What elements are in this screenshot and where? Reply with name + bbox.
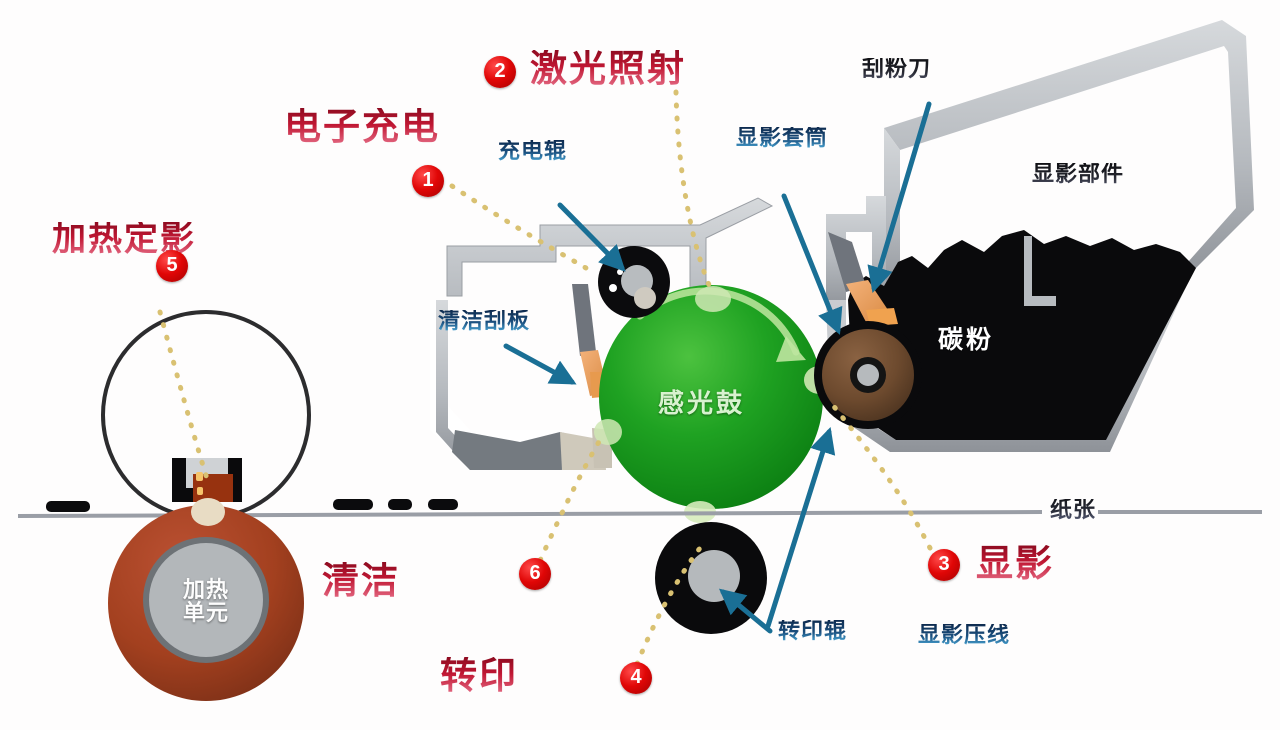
- step-badge-3: 3: [928, 549, 960, 581]
- dotted-clean: [532, 437, 603, 575]
- part-label-developer-unit: 显影部件: [1032, 161, 1125, 186]
- step-label-clean: 清洁: [322, 560, 400, 601]
- toner-dashes-on-paper: [46, 499, 458, 512]
- part-label-cleaning-blade: 清洁刮板: [438, 308, 531, 333]
- step-label-charge: 电子充电: [284, 106, 440, 147]
- developer-sleeve-roller: [814, 321, 922, 429]
- part-label-developer-sleeve: 显影套筒: [736, 125, 829, 150]
- part-label-heating-unit: 加热 单元: [158, 578, 254, 624]
- dotted-transfer: [634, 545, 703, 667]
- step-label-transfer: 转印: [440, 655, 518, 696]
- arrow-charge-roller: [557, 202, 626, 272]
- part-label-toner: 碳粉: [938, 326, 995, 354]
- part-label-photo-drum: 感光鼓: [658, 388, 746, 418]
- step-badge-5: 5: [156, 250, 188, 282]
- dotted-fuse: [157, 309, 211, 485]
- heating-unit-line-2: 单元: [182, 600, 229, 625]
- fuser-assembly: [101, 310, 311, 701]
- arrow-transfer-roller: [718, 588, 773, 634]
- arrow-develop-nip: [765, 427, 836, 629]
- callout-dotted-lines: [157, 89, 933, 667]
- step-badge-1: 1: [412, 165, 444, 197]
- part-label-transfer-roller: 转印辊: [778, 618, 848, 643]
- part-label-develop-nip: 显影压线: [918, 622, 1011, 647]
- arrow-doctor-blade: [867, 101, 932, 293]
- dotted-laser: [673, 89, 715, 295]
- part-label-paper: 纸张: [1050, 497, 1097, 522]
- step-badge-4: 4: [620, 662, 652, 694]
- part-leader-arrows: [503, 101, 932, 634]
- arrow-cleaning-blade: [503, 343, 577, 385]
- step-badge-2: 2: [484, 56, 516, 88]
- toner-mass: [848, 230, 1196, 440]
- step-badge-6: 6: [519, 558, 551, 590]
- step-label-develop: 显影: [976, 543, 1054, 584]
- part-label-doctor-blade: 刮粉刀: [862, 56, 932, 81]
- dotted-develop: [829, 401, 933, 551]
- arrow-developer-sleeve: [781, 193, 843, 335]
- heating-unit-line-1: 加热: [182, 577, 229, 602]
- part-label-charge-roller: 充电辊: [498, 138, 568, 163]
- step-label-laser: 激光照射: [530, 48, 686, 89]
